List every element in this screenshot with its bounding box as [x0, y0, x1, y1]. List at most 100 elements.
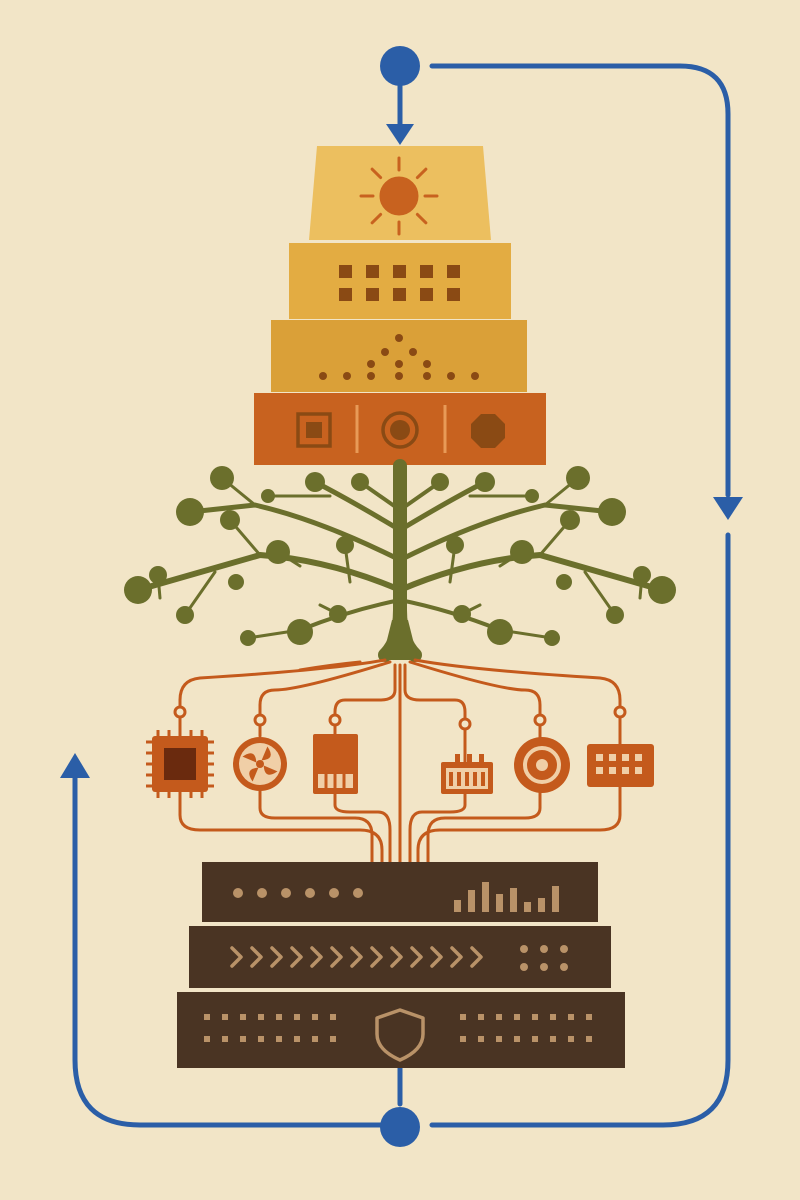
chevron [250, 946, 263, 968]
bottom-circle-node-icon [380, 1107, 420, 1147]
grid-square [447, 288, 460, 301]
tree-leaf [648, 576, 676, 604]
tier-3-block [271, 320, 527, 392]
vent-hole [312, 1014, 318, 1020]
vent-hole [258, 1036, 264, 1042]
octagon-icon [471, 414, 505, 448]
tree-leaf [124, 576, 152, 604]
tree-leaf [220, 510, 240, 530]
circuit-node [328, 713, 342, 727]
branching-tree [124, 459, 676, 662]
keypad-icon [587, 744, 654, 787]
square-grid [339, 265, 460, 301]
vent-hole [586, 1014, 592, 1020]
keypad-key [609, 754, 616, 761]
keypad-key [609, 767, 616, 774]
sun-icon [359, 156, 439, 236]
led [233, 888, 243, 898]
circuit-wire [426, 791, 542, 864]
rack-dot [540, 945, 548, 953]
tree-branch [298, 598, 402, 632]
tree-leaf [305, 472, 325, 492]
tree-leaf [261, 489, 275, 503]
vent-hole [240, 1036, 246, 1042]
chevron [270, 946, 283, 968]
dot [409, 348, 417, 356]
tree-leaf [606, 606, 624, 624]
server-rack [177, 862, 625, 1068]
connector-icon [441, 754, 493, 794]
tree-leaf [287, 619, 313, 645]
dot [395, 334, 403, 342]
led-row [233, 888, 363, 898]
dot [471, 372, 479, 380]
fan-blade [261, 746, 271, 761]
loop-right-lower-line [429, 532, 731, 1128]
tree-leaf [525, 489, 539, 503]
sun-ray [370, 167, 383, 180]
loop-top-right-line [429, 63, 731, 498]
vent-hole [568, 1014, 574, 1020]
rack-dot [560, 963, 568, 971]
square-icon [296, 412, 332, 448]
connector-pin [481, 772, 485, 786]
tree-leaf [633, 566, 651, 584]
chevron [430, 946, 443, 968]
meter-bar [510, 888, 517, 912]
vent-hole [514, 1014, 520, 1020]
tree-leaf [560, 510, 580, 530]
vent-hole [294, 1014, 300, 1020]
fan-blade [242, 753, 257, 763]
vent-hole [496, 1014, 502, 1020]
keypad-key [635, 754, 642, 761]
vent-hole [586, 1036, 592, 1042]
dot [343, 372, 351, 380]
sun-ray [415, 167, 428, 180]
connector-pin [457, 772, 461, 786]
circuit-node [173, 705, 187, 719]
shield-icon [375, 1008, 425, 1062]
vent-hole [532, 1014, 538, 1020]
circuit-wire [333, 792, 392, 864]
pyramid-stack [254, 146, 546, 465]
grid-square [393, 265, 406, 278]
tree-leaf [176, 498, 204, 526]
rack-dot [520, 945, 528, 953]
meter-bar [552, 886, 559, 912]
connector-pin [465, 772, 469, 786]
tier-2-block [289, 243, 511, 319]
tree-leaf [176, 606, 194, 624]
tree-branch [398, 598, 502, 632]
top-circle-node-icon [380, 46, 420, 86]
keypad-key [622, 767, 629, 774]
led [353, 888, 363, 898]
led [305, 888, 315, 898]
vent-hole [204, 1036, 210, 1042]
keypad-key [622, 754, 629, 761]
connector-pin [449, 772, 453, 786]
connector-pin [473, 772, 477, 786]
cpu-chip-icon [146, 730, 214, 798]
circuit-node [253, 713, 267, 727]
tree-leaf [544, 630, 560, 646]
vent-hole [478, 1014, 484, 1020]
rack-unit-1 [202, 862, 598, 922]
tree-branch [397, 552, 665, 593]
keypad-key [635, 767, 642, 774]
circuit-node [533, 713, 547, 727]
tree-leaf [266, 540, 290, 564]
grid-square [366, 288, 379, 301]
grid-square [420, 265, 433, 278]
tree-leaf [453, 605, 471, 623]
tree-leaf [393, 491, 407, 505]
dot-grid [520, 945, 568, 971]
dot [367, 360, 375, 368]
vent-hole [460, 1036, 466, 1042]
vent-hole [550, 1014, 556, 1020]
fan-blade [249, 767, 259, 782]
tree-branch [397, 502, 615, 563]
tree-leaf [487, 619, 513, 645]
vent-hole [222, 1036, 228, 1042]
